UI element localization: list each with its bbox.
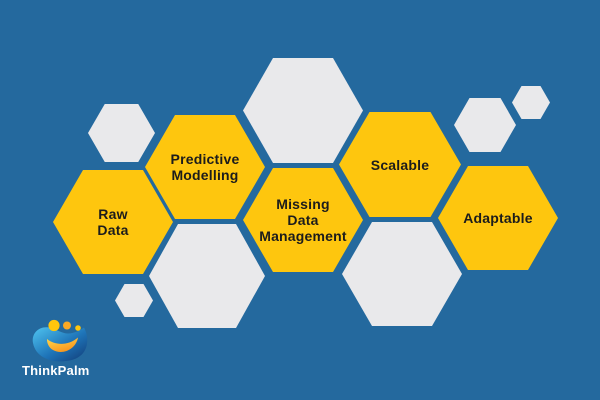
hexagon-label-raw-data: Raw Data: [97, 206, 129, 238]
thinkpalm-wordmark: ThinkPalm: [22, 363, 90, 378]
hexagon-scalable: Scalable: [339, 112, 461, 217]
thinkpalm-logo-mark-icon: [32, 319, 88, 362]
hexagon-label-predictive-modelling: Predictive Modelling: [170, 151, 240, 183]
hexagon-adaptable: Adaptable: [438, 166, 558, 270]
decor-hexagon-small-top-left: [88, 104, 155, 162]
decor-hexagon-medium-top-right: [454, 98, 516, 152]
thinkpalm-logo: ThinkPalm: [22, 310, 112, 382]
hexagon-label-adaptable: Adaptable: [463, 210, 533, 226]
hexagon-raw-data: Raw Data: [53, 170, 173, 274]
decor-hexagon-large-top-center: [243, 58, 363, 163]
decor-hexagon-large-bottom-right: [342, 222, 462, 326]
hexagon-label-scalable: Scalable: [370, 156, 430, 173]
hexagon-missing-data-management: Missing Data Management: [243, 168, 363, 272]
hexagon-label-missing-data-management: Missing Data Management: [259, 196, 347, 244]
decor-hexagon-small-top-right: [512, 86, 550, 119]
decor-hexagon-small-bottom-left: [115, 284, 153, 317]
decor-hexagon-large-bottom-left: [149, 224, 265, 328]
hexagon-predictive-modelling: Predictive Modelling: [145, 115, 265, 219]
